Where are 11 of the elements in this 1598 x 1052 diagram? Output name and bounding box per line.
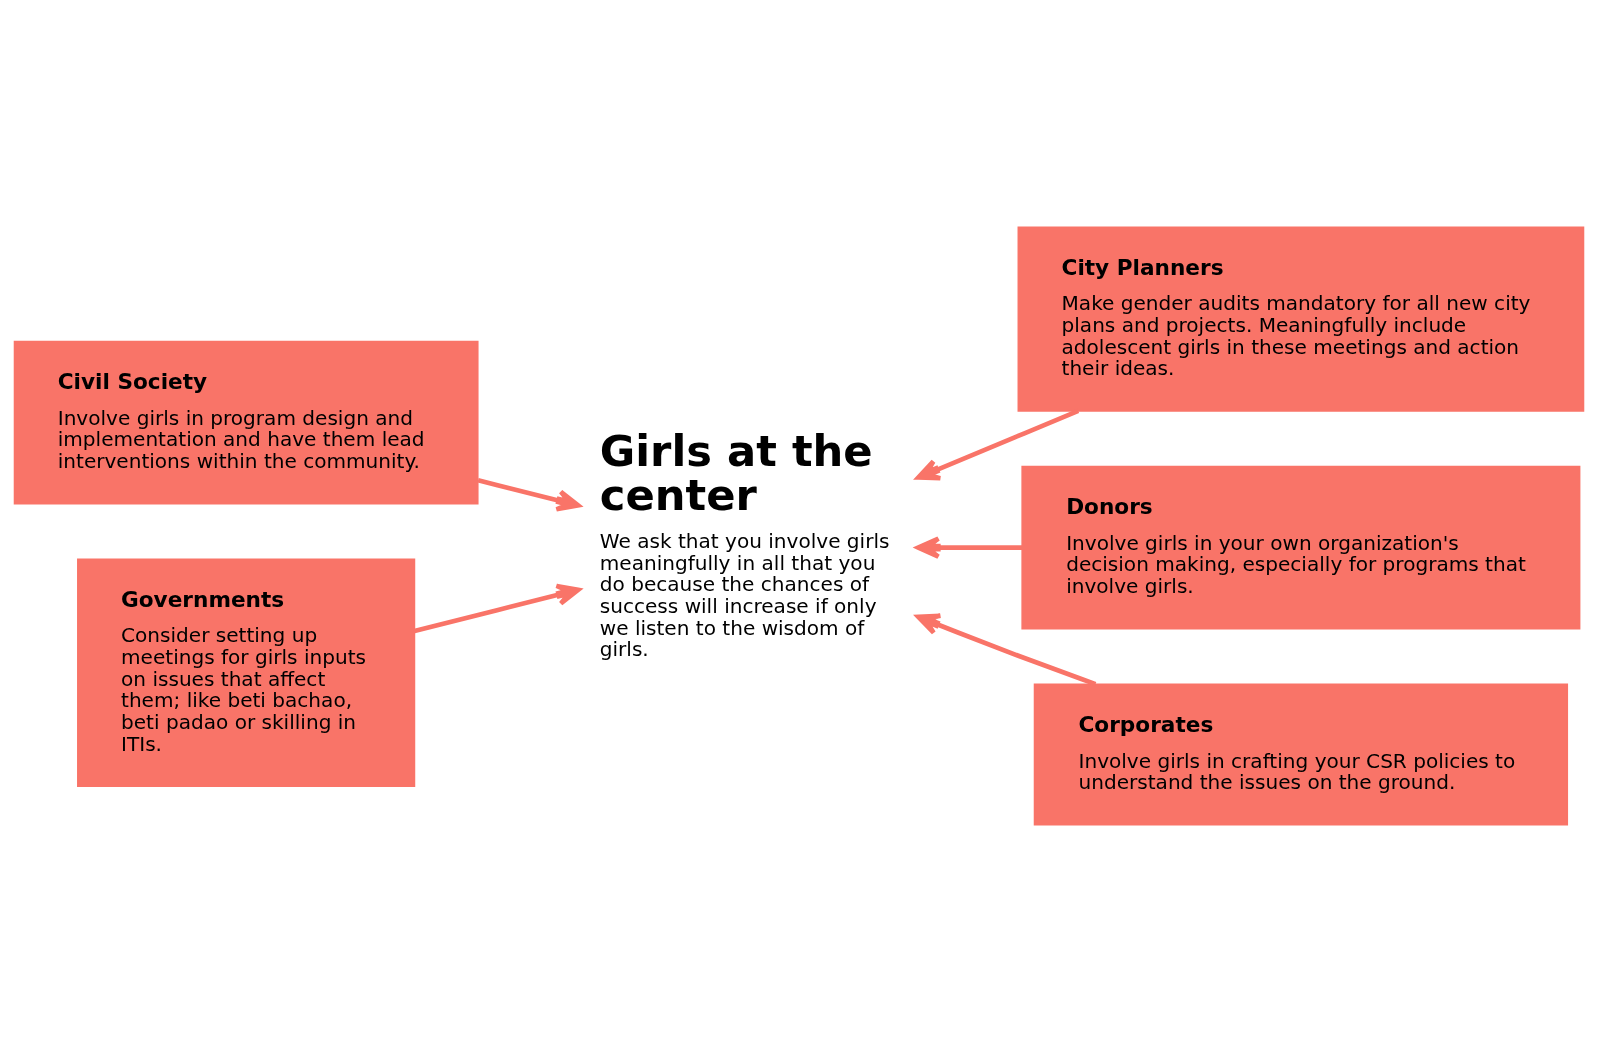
arrow: [413, 583, 581, 634]
node-box: Donors Involve girls in your own organization's decision making, especially for programs that involve girls.: [1021, 465, 1581, 630]
arrow: [477, 478, 581, 512]
node-box: City Planners Make gender audits mandatory for all new city plans and projects. Meaningfully include adolescent girls in these meetings and action their ideas.: [1017, 226, 1585, 412]
node-box: Governments Consider setting up meetings for girls inputs on issues that affect them; like beti bachao, beti padao or skilling in ITIs.: [77, 558, 416, 787]
node-text: Girls at the center We ask that you involve girls meaningfully in all that you do because the chances of success will increase if only we listen to the wisdom of girls.: [599, 426, 890, 662]
arrow: [915, 536, 1023, 559]
node-box: Corporates Involve girls in crafting your CSR policies to understand the issues on the ground.: [1033, 683, 1569, 826]
arrow: [915, 408, 1080, 481]
arrow: [915, 613, 1097, 687]
node-box: Civil Society Involve girls in program design and implementation and have them lead interventions within the community.: [13, 340, 479, 505]
